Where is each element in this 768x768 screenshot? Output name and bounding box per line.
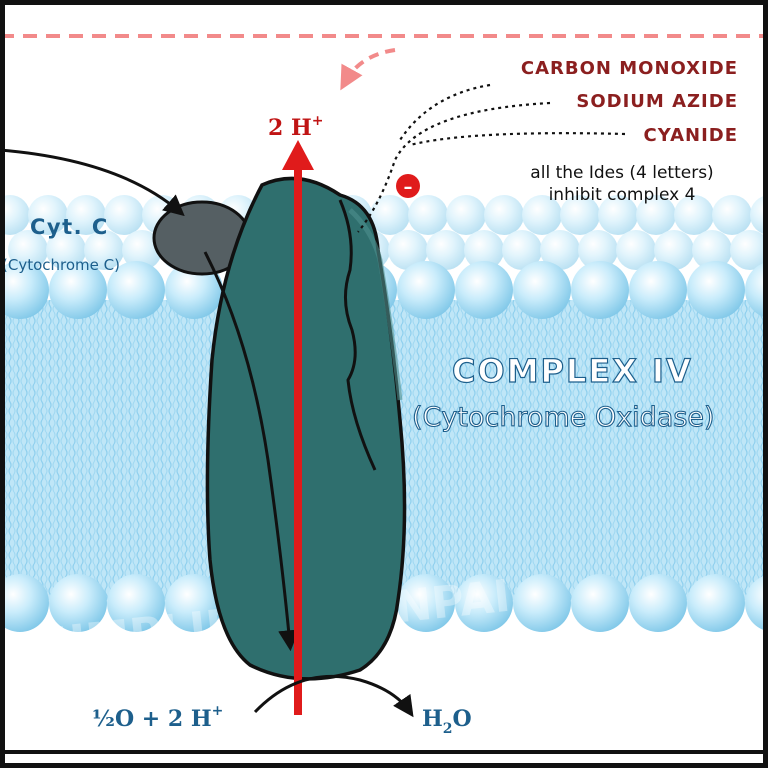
complex-iv-title: COMPLEX IV	[452, 352, 693, 390]
lipid-head	[484, 195, 524, 235]
lipid-head	[455, 261, 513, 319]
lipid-head	[104, 195, 144, 235]
lipid-head	[571, 261, 629, 319]
complex-iv-subtitle: (Cytochrome Oxidase)	[412, 402, 715, 433]
lipid-head	[397, 574, 455, 632]
lipid-head	[745, 261, 768, 319]
lipid-head	[49, 261, 107, 319]
lipid-head	[388, 230, 428, 270]
upper-lipid-heads	[0, 261, 768, 319]
lipid-head	[571, 574, 629, 632]
cytochrome-c-subtitle: (Cytochrome C)	[2, 256, 120, 274]
lipid-head	[513, 574, 571, 632]
lipid-head	[502, 230, 542, 270]
lipid-head	[712, 195, 752, 235]
lipid-head	[28, 195, 68, 235]
cytochrome-c-title: Cyt. C	[30, 215, 109, 239]
inhibition-icon	[396, 174, 420, 198]
lipid-head	[455, 574, 513, 632]
lipid-head	[46, 230, 86, 270]
inhibitor-cyanide: CYANIDE	[644, 125, 738, 146]
reaction-product-water: H2O	[422, 706, 472, 737]
lipid-head	[107, 574, 165, 632]
lipid-head	[629, 261, 687, 319]
lipid-head	[107, 261, 165, 319]
electron-flow-arrow	[203, 251, 300, 652]
inhibitor-note-line1: all the Ides (4 letters)	[530, 163, 713, 183]
inhibitor-dotted-path	[399, 83, 491, 141]
lipid-head	[636, 195, 676, 235]
reaction-reactants: ½O + 2 H+	[92, 703, 223, 732]
lipid-head	[730, 230, 768, 270]
lipid-head	[397, 261, 455, 319]
lipid-head	[426, 230, 466, 270]
lipid-head	[674, 195, 714, 235]
lipid-head	[49, 574, 107, 632]
lipid-head	[629, 574, 687, 632]
inhibitor-sodium-azide: SODIUM AZIDE	[576, 91, 738, 112]
lipid-head	[165, 574, 223, 632]
lipid-head	[165, 261, 223, 319]
proton-return-arrow	[340, 48, 396, 91]
lipid-head	[370, 195, 410, 235]
lipid-head	[540, 230, 580, 270]
lipid-head	[598, 195, 638, 235]
lipid-head	[560, 195, 600, 235]
lipid-head	[84, 230, 124, 270]
proton-arrow-head	[282, 140, 314, 170]
lipid-head	[8, 230, 48, 270]
lipid-head	[578, 230, 618, 270]
inhibitor-carbon-monoxide: CARBON MONOXIDE	[521, 58, 738, 79]
lipid-head	[0, 261, 49, 319]
protein-subunit-line	[338, 199, 377, 471]
lipid-head	[464, 230, 504, 270]
lipid-head	[522, 195, 562, 235]
protein-highlight	[348, 208, 403, 401]
lipid-head	[654, 230, 694, 270]
water-formation-arrow	[253, 674, 414, 718]
proton-label: 2 H+	[268, 113, 324, 141]
electron-input-arrow	[0, 148, 185, 217]
lipid-head	[66, 195, 106, 235]
lipid-head	[687, 574, 745, 632]
lipid-head	[408, 195, 448, 235]
lipid-head	[745, 574, 768, 632]
lipid-head	[0, 574, 49, 632]
inhibition-symbol: –	[404, 177, 413, 198]
lipid-head	[513, 261, 571, 319]
complex-iv-protein	[205, 176, 407, 681]
inhibitor-dotted-path	[409, 132, 626, 147]
lipid-head	[616, 230, 656, 270]
lipid-head	[0, 195, 30, 235]
inhibitor-note-line2: inhibit complex 4	[549, 185, 696, 205]
lipid-head	[446, 195, 486, 235]
inhibitor-dotted-path	[357, 101, 551, 233]
lipid-head	[687, 261, 745, 319]
lipid-head	[692, 230, 732, 270]
lipid-head	[122, 230, 162, 270]
